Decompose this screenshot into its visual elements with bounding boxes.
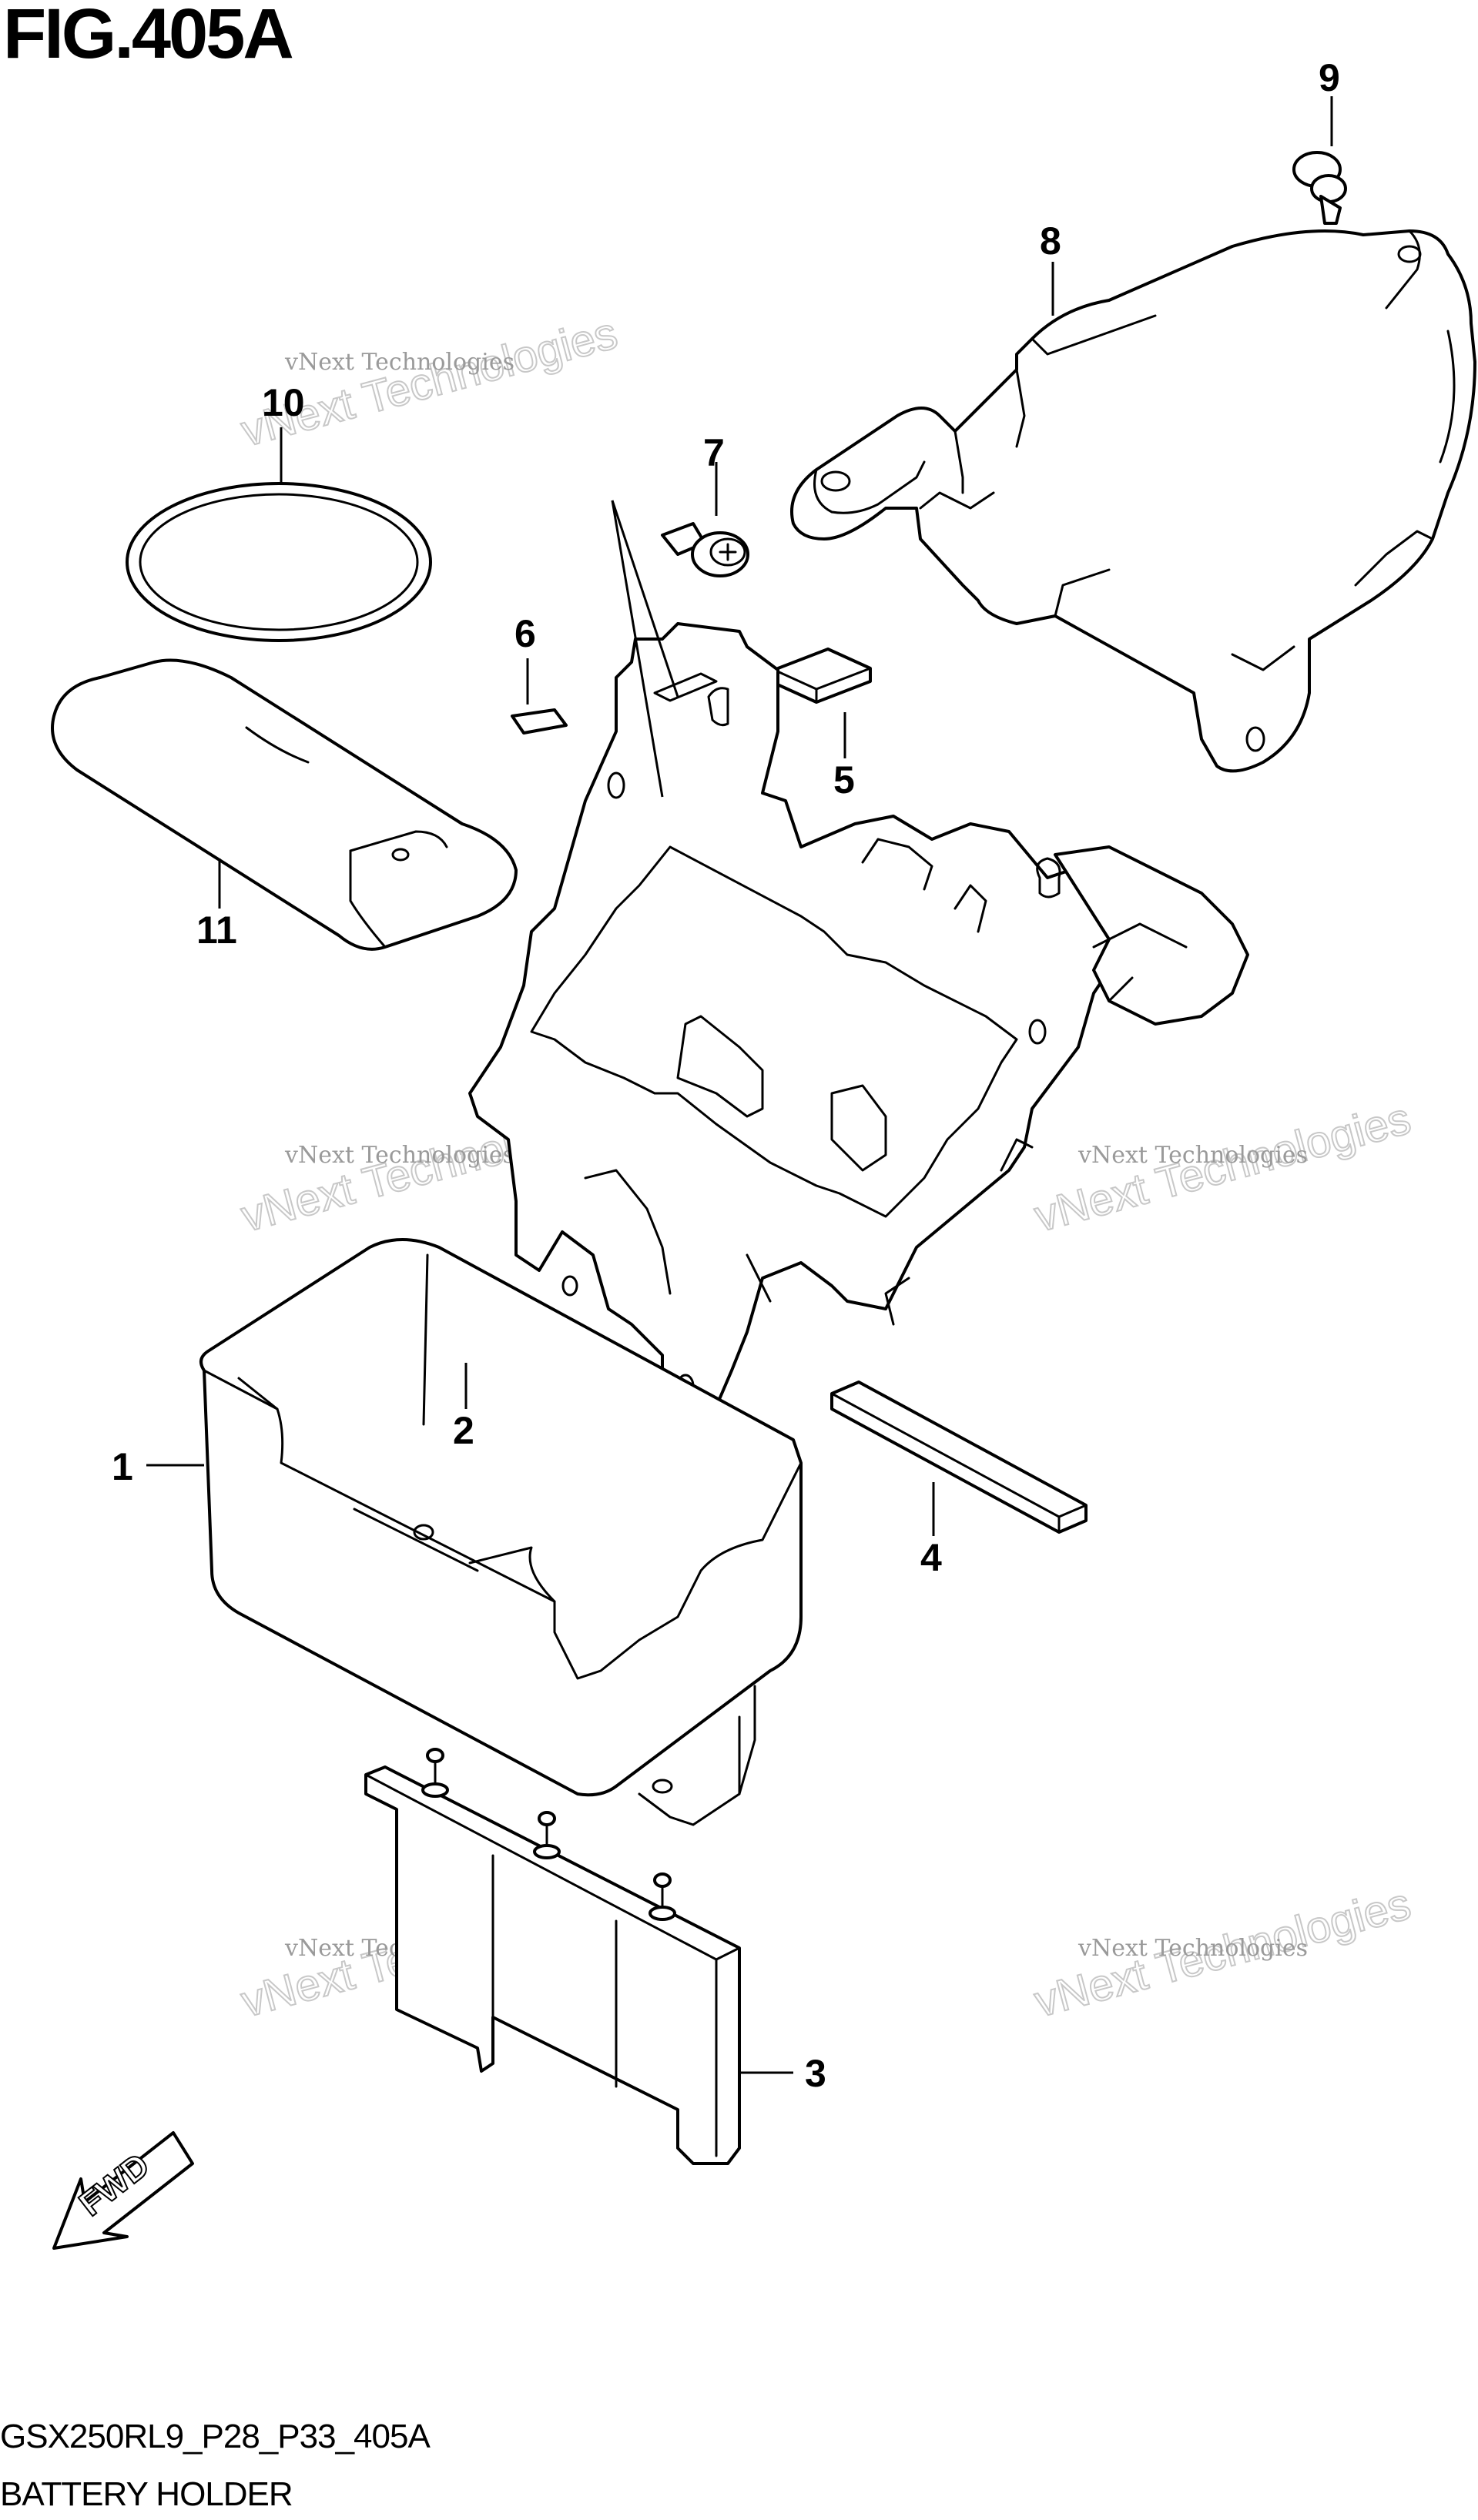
part-8-rear-cover	[790, 229, 1476, 773]
model-code: GSX250RL9_P28_P33_405A	[0, 2418, 431, 2455]
figure-title: FIG.405A	[3, 0, 294, 73]
callout-5: 5	[833, 758, 855, 802]
callout-8: 8	[1040, 219, 1061, 263]
plate-bolt	[649, 1872, 676, 1921]
part-7-bolt	[661, 522, 749, 577]
plate-bolt	[421, 1748, 449, 1798]
fwd-arrow-icon: FWD	[52, 2131, 194, 2250]
callout-10: 10	[262, 381, 305, 424]
callout-3: 3	[805, 2052, 826, 2095]
callout-7: 7	[703, 431, 725, 474]
leader-lines	[146, 96, 1333, 2074]
callout-4: 4	[920, 1536, 942, 1579]
watermark-small-text: vNext Technologies	[284, 349, 514, 376]
figure-subtitle: BATTERY HOLDER	[0, 2475, 293, 2513]
callout-6: 6	[514, 612, 536, 655]
watermark-small-text: vNext Technologies	[1077, 1142, 1308, 1169]
watermark-small-text: vNext Technologies	[284, 1142, 514, 1169]
part-9-clip	[1292, 151, 1347, 225]
battery-bracket-frame	[468, 622, 1111, 1426]
callout-2: 2	[453, 1409, 474, 1452]
part-11-cover	[51, 658, 518, 951]
watermark-bottom-right: vNext Technologies vNext Technologies	[1029, 1878, 1417, 2028]
plate-bolt	[533, 1811, 561, 1859]
callout-9: 9	[1319, 56, 1340, 99]
part-3-lower-plate	[364, 1748, 741, 2165]
part-1-battery-box	[199, 1238, 803, 1826]
watermark-mid-right: vNext Technologies vNext Technologies	[1029, 1093, 1417, 1243]
part-5-cushion	[773, 648, 872, 704]
callout-labels: 9 8 10 7 6 5 11 1 2 4 3	[112, 56, 1340, 2095]
part-6-pad	[511, 708, 568, 735]
callout-11: 11	[196, 909, 237, 952]
bracket-side-cover	[1054, 845, 1249, 1026]
watermark-small-text: vNext Technologies	[1077, 1935, 1308, 1962]
part-10-rubber-band	[126, 482, 432, 642]
callout-1: 1	[112, 1445, 133, 1488]
part-4-pad	[830, 1380, 1088, 1534]
